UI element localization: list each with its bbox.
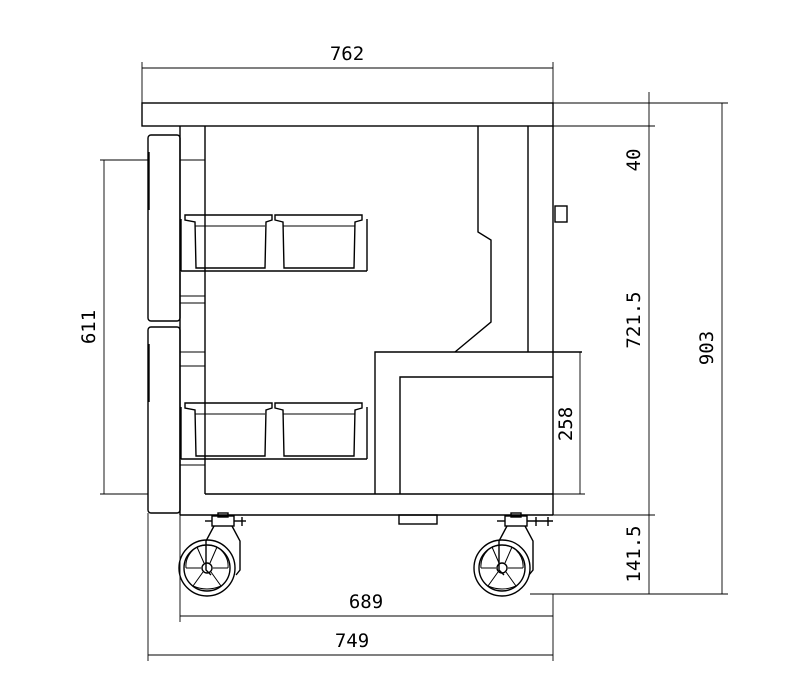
dimension-top-width: 762	[141, 43, 554, 103]
dimension-label-258: 258	[555, 407, 577, 441]
dimension-label-611: 611	[78, 310, 100, 344]
dimension-label-762: 762	[330, 43, 364, 65]
dimension-body-height: 721.5	[553, 291, 655, 516]
upper-door	[147, 134, 181, 322]
caster-right	[473, 512, 553, 597]
dimension-overall-height: 903	[660, 102, 728, 594]
upper-pans	[180, 214, 368, 272]
compressor-compartment	[374, 351, 582, 525]
dimension-door-height: 611	[78, 159, 148, 495]
dimension-top-thickness: 40	[553, 92, 660, 594]
worktop	[141, 102, 554, 127]
control-box	[554, 205, 568, 223]
lower-door	[147, 326, 181, 514]
lower-pans	[180, 402, 368, 460]
dimension-label-749: 749	[335, 630, 369, 652]
dimension-label-903: 903	[696, 331, 718, 365]
dimension-body-width: 689	[179, 515, 554, 661]
dimension-label-689: 689	[349, 591, 383, 613]
drain-tray	[398, 514, 438, 525]
doors	[147, 134, 205, 514]
dimension-label-141-5: 141.5	[623, 525, 645, 582]
dimension-label-40: 40	[623, 149, 645, 172]
dimension-compressor-height: 258	[553, 352, 585, 495]
evaporator-duct	[454, 126, 492, 353]
dimension-overall-width: 749	[147, 513, 553, 661]
dimension-label-721-5: 721.5	[623, 291, 645, 348]
dimension-caster-height: 141.5	[530, 525, 728, 595]
caster-left	[178, 512, 246, 597]
